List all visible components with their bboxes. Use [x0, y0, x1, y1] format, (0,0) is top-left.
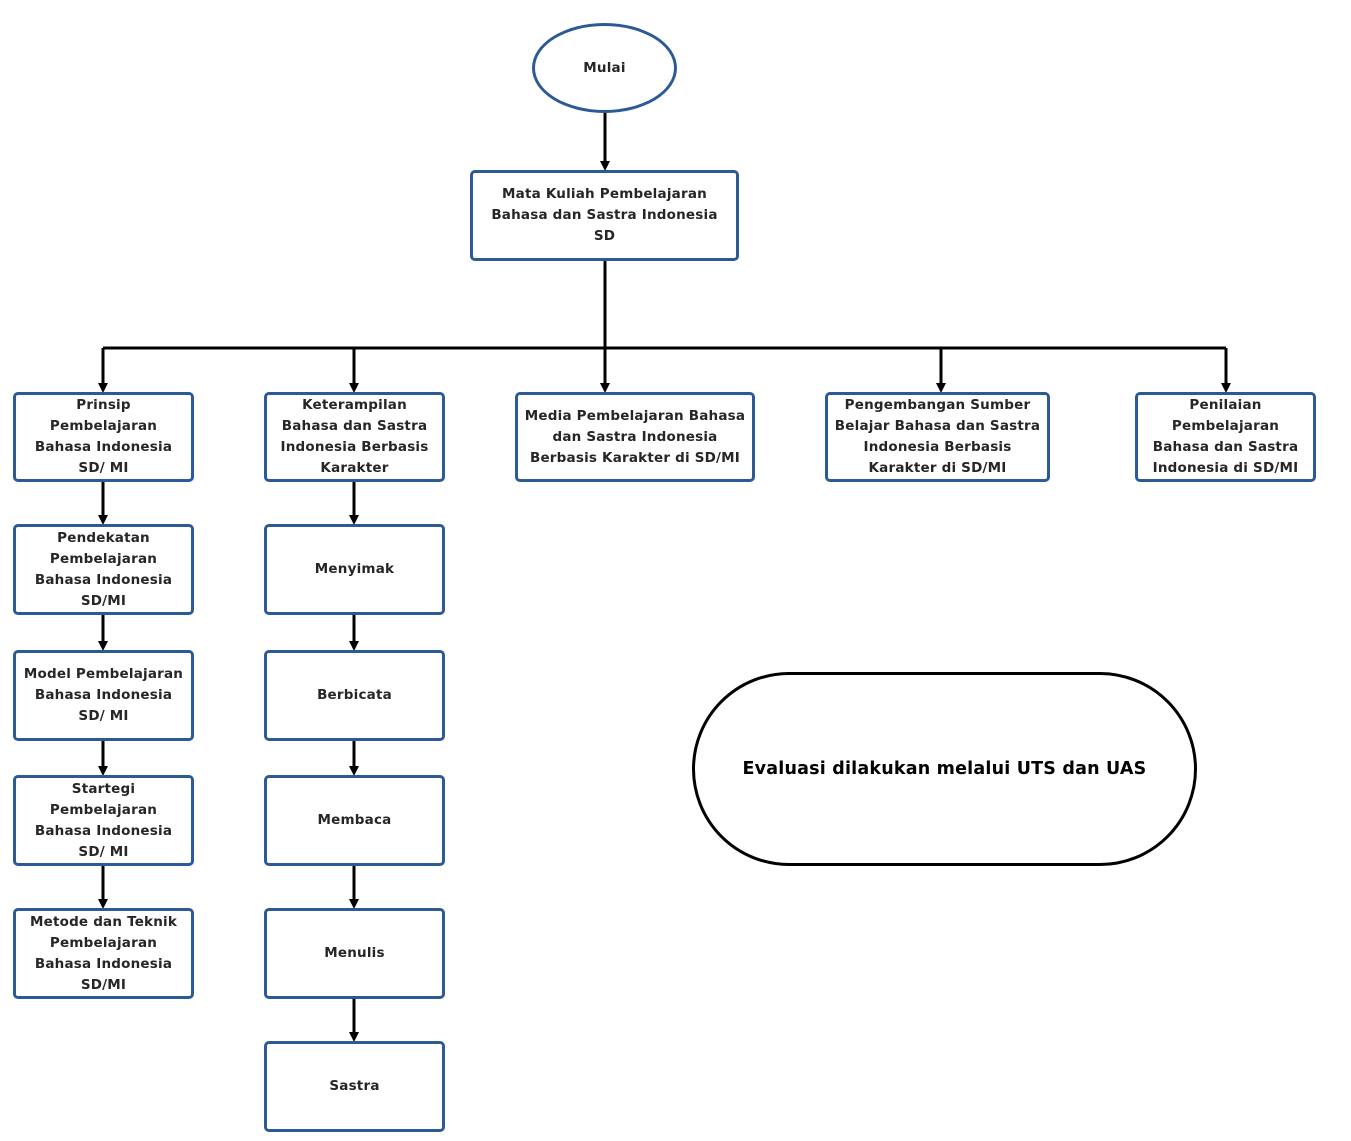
- menyimak-node: Menyimak: [264, 524, 445, 615]
- strategi-node: Startegi Pembelajaran Bahasa Indonesia S…: [13, 775, 194, 866]
- menulis-node: Menulis: [264, 908, 445, 999]
- pengembangan-node: Pengembangan Sumber Belajar Bahasa dan S…: [825, 392, 1050, 482]
- prinsip-node: Prinsip Pembelajaran Bahasa Indonesia SD…: [13, 392, 194, 482]
- course-node: Mata Kuliah Pembelajaran Bahasa dan Sast…: [470, 170, 739, 261]
- metode-node: Metode dan Teknik Pembelajaran Bahasa In…: [13, 908, 194, 999]
- evaluation-note: Evaluasi dilakukan melalui UTS dan UAS: [692, 672, 1197, 866]
- berbicara-node: Berbicata: [264, 650, 445, 741]
- membaca-node: Membaca: [264, 775, 445, 866]
- sastra-node: Sastra: [264, 1041, 445, 1132]
- model-node: Model Pembelajaran Bahasa Indonesia SD/ …: [13, 650, 194, 741]
- keterampilan-node: Keterampilan Bahasa dan Sastra Indonesia…: [264, 392, 445, 482]
- penilaian-node: Penilaian Pembelajaran Bahasa dan Sastra…: [1135, 392, 1316, 482]
- pendekatan-node: Pendekatan Pembelajaran Bahasa Indonesia…: [13, 524, 194, 615]
- media-node: Media Pembelajaran Bahasa dan Sastra Ind…: [515, 392, 755, 482]
- start-node: Mulai: [532, 23, 677, 113]
